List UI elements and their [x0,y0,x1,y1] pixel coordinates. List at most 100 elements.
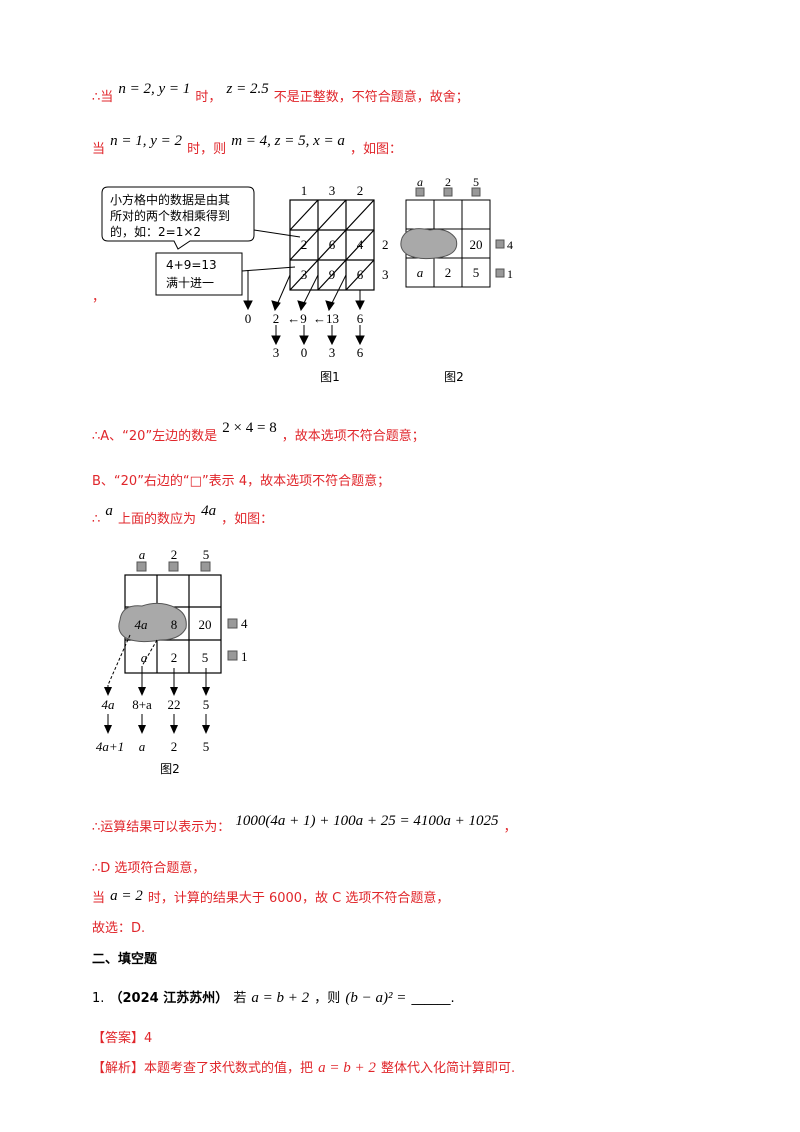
fig1-row1-5: 6 [357,311,364,326]
fig3-cell-5: 5 [202,650,209,665]
fig2-top-1: a [417,175,423,189]
line-1-lead: ∴当 [92,90,114,105]
fig3-cell-20: 20 [199,617,212,632]
fig3-top-square-3 [200,561,211,572]
line-8-tail: 时，计算的结果大于 6000，故 C 选项不符合题意， [147,891,450,906]
question-if: 若 [233,991,247,1006]
explanation-tag: 【解析】 [92,1061,145,1076]
fig1-row1-2: 2 [273,311,280,326]
fig3-top-2: 2 [171,547,178,562]
fig1-top-2: 3 [329,183,336,198]
fig1-cell-5: 9 [329,267,336,282]
fig3-row1-1: 4a [102,697,116,712]
line-2-lead: 当 [92,142,106,157]
fig3-row1-3: 22 [168,697,181,712]
figure-bottom: a 2 5 4a 8 20 a 2 5 4 1 4a 8+a 22 5 4a+1… [96,547,248,776]
fig2-top-3: 5 [473,175,479,189]
fig3-cell-4a: 4a [135,617,149,632]
fig1-row2-1: 3 [273,345,280,360]
line-4: B、“20”右边的“□”表示 4，故本选项不符合题意； [92,474,391,489]
fig3-right-2: 1 [241,649,248,664]
fig3-cell-8: 8 [171,617,178,632]
answer-blank: ______. [411,991,455,1006]
line-2-tail: ，如图： [350,142,403,157]
section-heading: 二、填空题 [92,952,158,967]
explanation-lead: 本题考查了求代数式的值，把 [144,1061,314,1076]
callout-1-line-2: 所对的两个数相乘得到 [110,208,230,223]
question-then: ，则 [314,991,341,1006]
fig1-row2-4: 6 [357,345,364,360]
line-5-lead: ∴ [92,512,101,527]
fig1-cell-1: 2 [301,237,308,252]
math-z-2-5: z = 2.5 [226,81,269,97]
fig3-right-square-1 [227,618,238,629]
line-1-tail: 不是正整数，不符合题意，故舍； [273,90,469,105]
line-5-mid: 上面的数应为 [117,512,196,527]
question-number: 1. [92,991,105,1006]
fig3-row1-2: 8+a [132,697,152,712]
fig3-row2-2: a [139,739,146,754]
figure-top: 小方格中的数据是由其 所对的两个数相乘得到 的，如：2=1×2 4+9=13 满… [101,175,513,384]
math-4a: 4a [201,503,217,519]
line-6-lead: ∴运算结果可以表示为： [92,820,231,835]
callout-2-line-1: 4+9=13 [166,258,217,272]
fig1-top-1: 1 [301,183,308,198]
fig2-blob [400,228,458,260]
fig3-cell-a: a [141,650,148,665]
fig1-row1-3: ←9 [287,311,307,326]
math-result-expression: 1000(4a + 1) + 100a + 25 = 4100a + 1025 [235,813,499,829]
question-source: （2024 江苏苏州） [109,991,229,1006]
fig3-right-square-2 [227,650,238,661]
fig3-top-square-1 [136,561,147,572]
fig1-cell-6: 6 [357,267,364,282]
fig1-right-1: 2 [382,237,389,252]
line-7: ∴D 选项符合题意， [92,861,206,876]
fig3-top-1: a [139,547,146,562]
fig1-caption: 图1 [320,370,340,384]
math-n2-y1: n = 2, y = 1 [118,81,191,97]
line-3-lead: ∴A、“20”左边的数是 [92,429,218,444]
fig2-caption: 图2 [444,370,464,384]
fig2-right-square-1 [495,239,505,249]
fig2-cell-20: 20 [470,237,483,252]
fig1-grid [289,199,375,291]
fig1-row2-2: 0 [301,345,308,360]
math-2x4-8: 2 × 4 = 8 [222,420,277,436]
fig3-caption: 图2 [160,762,180,776]
fig1-cell-3: 4 [357,237,364,252]
fig2-cell-a: a [417,265,424,280]
math-a-2: a = 2 [110,888,143,904]
line-3-tail: ，故本选项不符合题意； [281,429,425,444]
math-a: a [105,503,113,519]
math-b-minus-a-squared: (b − a)² = [345,990,407,1006]
answer-line: 【答案】4 [92,1027,152,1046]
line-6-tail: ， [503,820,517,835]
line-8-lead: 当 [92,891,106,906]
explanation-line: 【解析】本题考查了求代数式的值，把 a = b + 2 整体代入化简计算即可. [92,1057,515,1077]
fig2-right-square-2 [495,268,505,278]
fig2-top-square-1 [415,187,425,197]
line-5-tail: ，如图： [221,512,274,527]
answer-tag: 【答案】 [92,1031,145,1046]
fig3-top-square-2 [168,561,179,572]
fig2-top-2: 2 [445,175,451,189]
fig3-top-3: 5 [203,547,210,562]
fig3-right-1: 4 [241,616,248,631]
callout-1-line-3: 的，如：2=1×2 [110,224,201,239]
line-6: ∴运算结果可以表示为： 1000(4a + 1) + 100a + 25 = 4… [92,813,517,836]
fig3-row1-4: 5 [203,697,210,712]
fig2-top-square-3 [471,187,481,197]
line-8: 当 a = 2 时，计算的结果大于 6000，故 C 选项不符合题意， [92,887,449,907]
line-2-then: 时，则 [187,142,227,157]
line-3: ∴A、“20”左边的数是 2 × 4 = 8 ，故本选项不符合题意； [92,420,425,445]
fig2-cell-5: 5 [473,265,480,280]
line-9: 故选：D. [92,921,146,936]
fig2-right-2: 1 [507,267,513,281]
explanation-tail: 整体代入化简计算即可. [380,1061,516,1076]
math-a-eq-b-plus-2: a = b + 2 [251,990,310,1006]
question-1: 1. （2024 江苏苏州） 若 a = b + 2 ，则 (b − a)² =… [92,987,455,1007]
fig3-row2-3: 2 [171,739,178,754]
fig3-blob [118,602,187,643]
answer-value: 4 [144,1031,153,1046]
math-substitution: a = b + 2 [318,1060,376,1076]
